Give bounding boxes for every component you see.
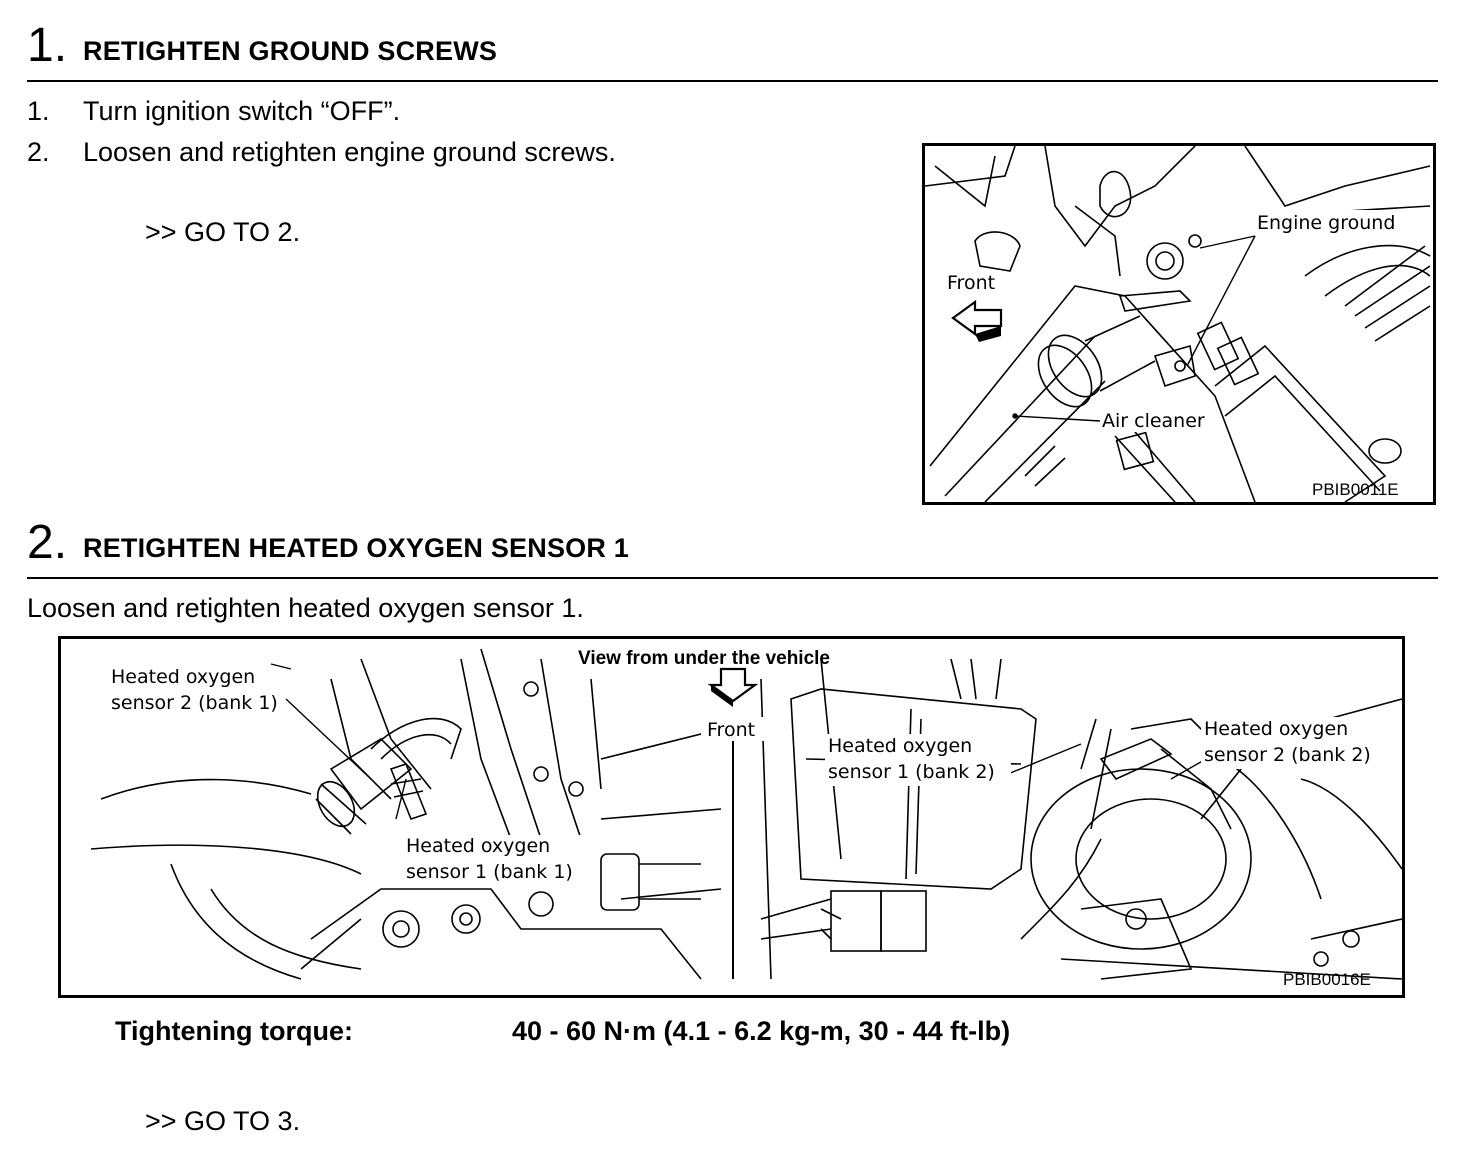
figure-code: PBIB0016E (1283, 970, 1371, 989)
step-1-number: 1. (27, 19, 68, 72)
step-1-item-2-text: Loosen and retighten engine ground screw… (83, 137, 616, 167)
sensor-1-bank-2-label-line1: Heated oxygen (828, 735, 972, 757)
engine-ground-label: Engine ground (1257, 212, 1395, 234)
step-2-instruction: Loosen and retighten heated oxygen senso… (27, 593, 584, 623)
engine-ground-illustration: Engine ground Front Air cleaner PBIB0011… (925, 146, 1431, 502)
sensor-1-bank-2-label-line2: sensor 1 (bank 2) (828, 761, 995, 783)
step-2-goto-link[interactable]: >> GO TO 3. (145, 1106, 301, 1136)
step-1-goto-link[interactable]: >> GO TO 2. (145, 217, 301, 247)
torque-value: 40 - 60 N·m (4.1 - 6.2 kg-m, 30 - 44 ft-… (512, 1016, 1011, 1046)
step-1-item-2-number: 2. (27, 137, 50, 167)
air-cleaner-label: Air cleaner (1102, 410, 1205, 432)
step-1-item-1-text: Turn ignition switch “OFF”. (83, 96, 401, 126)
sensor-2-bank-1-label-line2: sensor 2 (bank 1) (111, 692, 278, 714)
sensor-1-bank-1-label-line2: sensor 1 (bank 1) (406, 861, 573, 883)
sensor-2-bank-2-label-line2: sensor 2 (bank 2) (1204, 744, 1371, 766)
oxygen-sensor-illustration: View from under the vehicle Front Heated… (90, 648, 1402, 989)
sensor-2-bank-2-label-line1: Heated oxygen (1204, 718, 1348, 740)
engine-ground-figure: Engine ground Front Air cleaner PBIB0011… (922, 143, 1436, 505)
step-2-divider (27, 577, 1438, 579)
figure-code: PBIB0011E (1312, 480, 1399, 499)
oxygen-sensor-figure: View from under the vehicle Front Heated… (58, 636, 1405, 998)
torque-label: Tightening torque: (115, 1016, 353, 1046)
sensor-1-bank-1-label-line1: Heated oxygen (406, 835, 550, 857)
step-1-item-1-number: 1. (27, 96, 50, 126)
view-label: View from under the vehicle (578, 648, 830, 669)
front-direction-label: Front (707, 719, 755, 741)
step-2-number: 2. (27, 516, 68, 569)
step-2-title: RETIGHTEN HEATED OXYGEN SENSOR 1 (83, 533, 629, 563)
step-1-divider (27, 80, 1438, 82)
step-1-title: RETIGHTEN GROUND SCREWS (83, 36, 498, 66)
sensor-2-bank-1-label-line1: Heated oxygen (111, 666, 255, 688)
front-label: Front (947, 272, 995, 294)
